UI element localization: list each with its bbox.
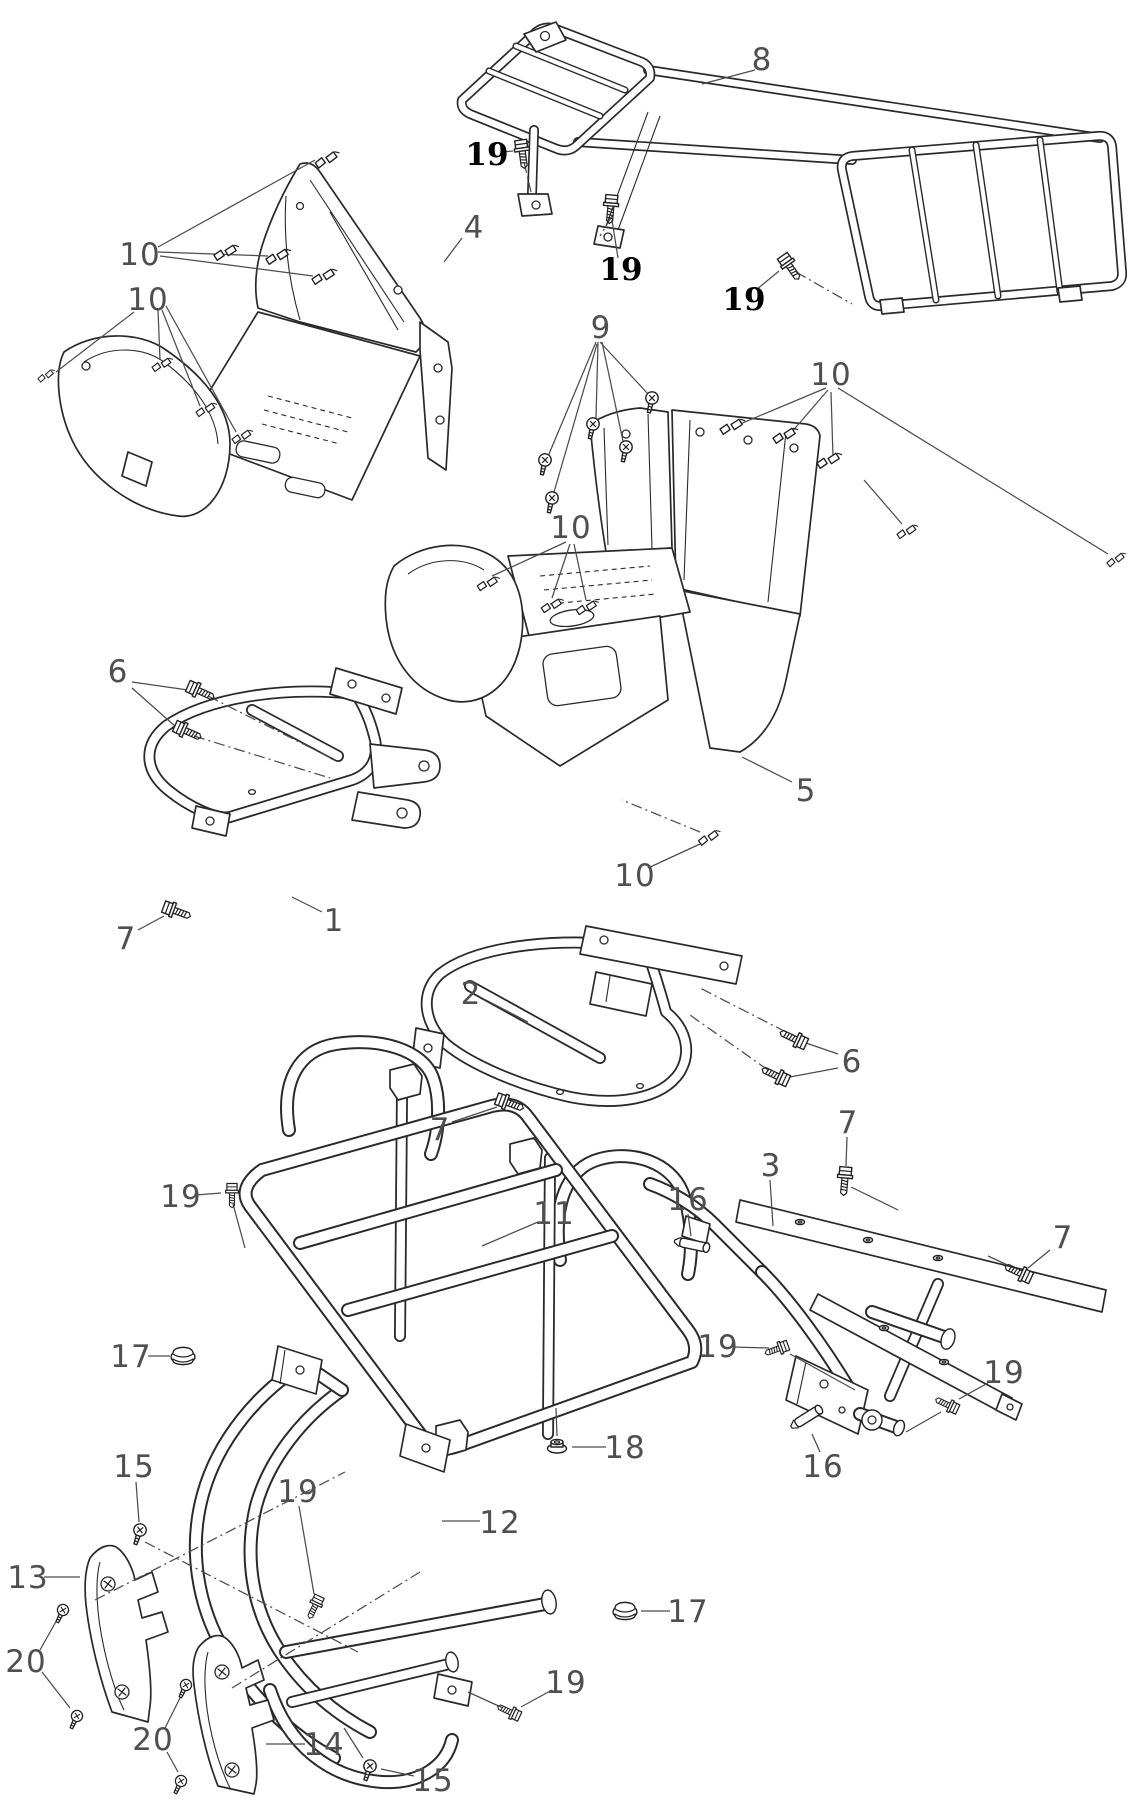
part-2-rear-bracket: [411, 925, 743, 1101]
part-8-rear-rack: [462, 21, 1122, 315]
callout-bolt19-f: 19: [983, 1355, 1024, 1391]
callout-bracket-rear: 2: [461, 976, 482, 1012]
callout-screws10-d: 10: [550, 510, 591, 546]
callout-bumper-front: 12: [479, 1505, 520, 1541]
hex-bolt-19-icon: [494, 1699, 523, 1723]
callout-bolt19-e: 19: [697, 1329, 738, 1365]
part-11-front-rack: [246, 1042, 696, 1457]
pan-screw-20-icon: [169, 1772, 190, 1797]
hex-bolt-6-icon: [758, 1061, 792, 1089]
callout-screw15-b: 15: [412, 1763, 453, 1799]
callout-bolt19-c: 19: [722, 282, 765, 318]
hex-bolt-7-icon: [835, 1165, 855, 1197]
callout-bolt7-b: 7: [838, 1105, 859, 1141]
callout-bolt19-g: 19: [277, 1474, 318, 1510]
hex-bolt-19-icon: [601, 193, 621, 225]
part-13-left-guard: [84, 1544, 169, 1723]
grommet-17-icon: [170, 1346, 196, 1366]
callout-screws10-c: 10: [810, 357, 851, 393]
leader-lines: [39, 69, 1109, 1777]
screw-pair-10-icon: [815, 451, 845, 470]
callout-pin16-b: 16: [802, 1449, 843, 1485]
screw-pair-10-icon: [212, 243, 242, 262]
callout-screws20-a: 20: [5, 1644, 46, 1680]
hex-bolt-19-icon: [762, 1338, 791, 1360]
callout-nut18: 18: [604, 1430, 645, 1466]
hex-bolt-19-icon: [225, 1182, 239, 1209]
callout-bolt19-d: 19: [160, 1179, 201, 1215]
part-12-front-bumper: [196, 1345, 557, 1782]
callout-bolt7-c: 7: [430, 1112, 451, 1148]
callout-bumper-rear: 3: [761, 1148, 782, 1184]
callout-bolts6-right: 6: [842, 1044, 863, 1080]
callout-screw10-e: 10: [614, 858, 655, 894]
hex-bolt-19-icon: [775, 250, 806, 285]
callout-screws10-b: 10: [127, 282, 168, 318]
callout-bolts6-left: 6: [108, 654, 129, 690]
hex-bolt-7-icon: [160, 898, 194, 925]
part-3-rear-bumper: [650, 1184, 1107, 1437]
pan-screw-9-icon: [535, 451, 554, 477]
callout-footwell-left: 4: [464, 210, 485, 246]
callout-bolt19-h: 19: [545, 1665, 586, 1701]
screw-pair-10-icon: [895, 523, 921, 540]
pan-screw-20-icon: [65, 1707, 86, 1732]
callout-rack-rear: 8: [752, 42, 773, 78]
flange-nut-18-icon: [546, 1438, 568, 1454]
part-4-left-footwell-panel: [57, 162, 453, 518]
part-5-right-footwell-panel: [384, 407, 821, 767]
callout-bolt19-b: 19: [599, 252, 642, 288]
hex-bolt-19-icon: [932, 1392, 961, 1416]
callout-bolt7-d: 7: [1053, 1220, 1074, 1256]
callout-grommet17-a: 17: [110, 1339, 151, 1375]
screw-pair-10-icon: [313, 149, 343, 170]
screw-pair-10-icon: [36, 367, 58, 384]
callout-bolt7-a: 7: [116, 921, 137, 957]
pan-screw-20-icon: [51, 1601, 72, 1626]
hex-bolt-6-icon: [171, 718, 205, 746]
callout-screws9: 9: [591, 310, 612, 346]
part-14-right-guard: [192, 1634, 275, 1795]
part-1-front-bracket: [149, 667, 441, 837]
callout-screws20-b: 20: [132, 1722, 173, 1758]
callout-footwell-right: 5: [796, 773, 817, 809]
callout-grommet17-b: 17: [667, 1594, 708, 1630]
hex-bolt-19-icon: [302, 1593, 326, 1622]
callout-screws10-a: 10: [119, 237, 160, 273]
callout-pin16-a: 16: [667, 1182, 708, 1218]
callout-bracket-front: 1: [324, 903, 345, 939]
callout-bolt19-a: 19: [465, 137, 508, 173]
screw-pair-10-icon: [696, 828, 723, 847]
callout-guard-left: 13: [7, 1560, 48, 1596]
callout-guard-right: 14: [303, 1727, 344, 1763]
pan-screw-20-icon: [174, 1676, 195, 1701]
screw-pair-10-icon: [1105, 551, 1129, 568]
grommet-17-icon: [612, 1601, 638, 1621]
callout-screw15-a: 15: [113, 1449, 154, 1485]
callout-rack-front: 11: [533, 1196, 574, 1232]
